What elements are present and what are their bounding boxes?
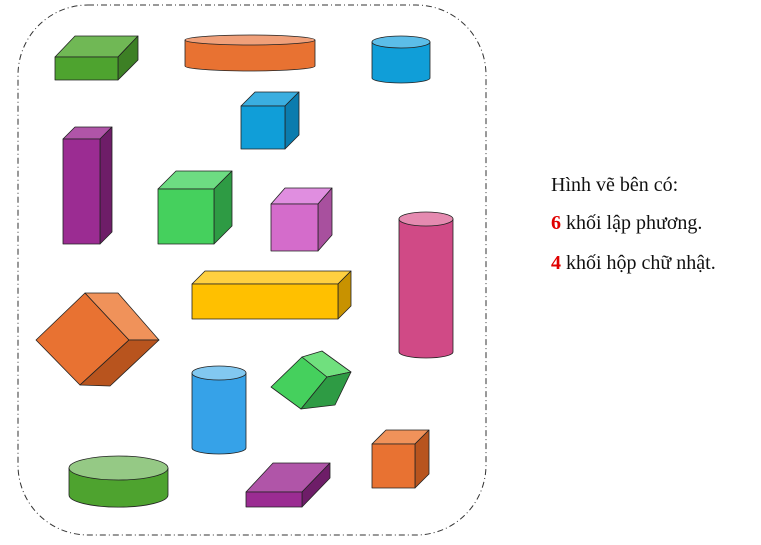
dashed-frame bbox=[17, 4, 487, 536]
orange-tilted-cube bbox=[35, 292, 160, 387]
pink-cube bbox=[270, 187, 333, 252]
purple-flat-box bbox=[245, 462, 331, 508]
yellow-long-box bbox=[191, 270, 352, 320]
green-tilted-cube bbox=[270, 350, 352, 410]
blue-cube bbox=[240, 91, 300, 150]
caption-boxes: 4 khối hộp chữ nhật. bbox=[551, 252, 716, 275]
orange-flat-cylinder bbox=[184, 34, 316, 72]
green-box-top-left bbox=[54, 35, 139, 81]
cube-count: 6 bbox=[551, 212, 561, 234]
blue-cylinder-top bbox=[371, 35, 431, 84]
green-cube bbox=[157, 170, 233, 245]
caption-cubes: 6 khối lập phương. bbox=[551, 212, 702, 235]
pink-tall-cylinder bbox=[398, 211, 454, 359]
orange-cube bbox=[371, 429, 430, 489]
caption-intro: Hình vẽ bên có: bbox=[551, 174, 679, 196]
box-label: khối hộp chữ nhật. bbox=[566, 252, 716, 274]
green-flat-cylinder bbox=[68, 455, 169, 508]
box-count: 4 bbox=[551, 252, 561, 274]
cube-label: khối lập phương. bbox=[566, 212, 703, 234]
blue-cylinder-middle bbox=[191, 365, 247, 455]
purple-tall-box bbox=[62, 126, 113, 245]
